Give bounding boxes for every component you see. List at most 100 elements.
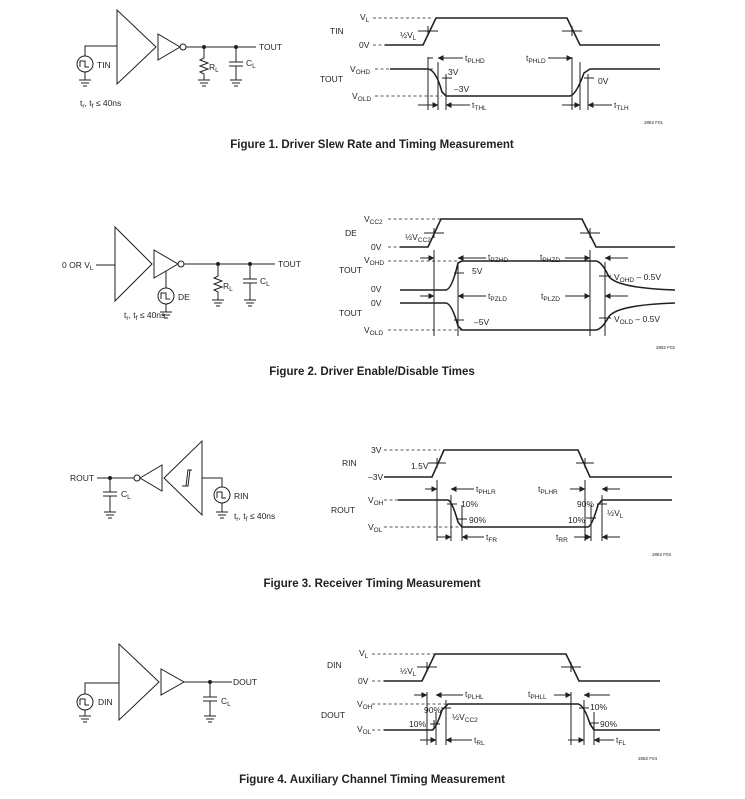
svg-text:0V: 0V	[359, 40, 370, 50]
de-signal-label: DE	[345, 228, 357, 238]
figure-2: 0 OR VL DE RL CL TOUT tr,	[62, 214, 676, 378]
svg-text:CL: CL	[221, 696, 231, 708]
svg-text:VOH: VOH	[368, 495, 384, 507]
svg-text:VOL: VOL	[368, 522, 383, 534]
capacitor-icon	[103, 478, 117, 519]
svg-text:0V: 0V	[598, 76, 609, 86]
figure-caption: Figure 4. Auxiliary Channel Timing Measu…	[239, 774, 505, 786]
svg-text:tRL: tRL	[474, 735, 485, 747]
svg-text:CL: CL	[121, 489, 131, 501]
svg-text:CL: CL	[260, 276, 270, 288]
input-label: 0 OR VL	[62, 260, 94, 272]
svg-text:3V: 3V	[448, 67, 459, 77]
svg-text:10%: 10%	[409, 719, 426, 729]
rise-fall-label: tr, tf ≤ 40ns	[234, 511, 275, 523]
tout-high-waveform	[400, 260, 676, 291]
svg-text:0V: 0V	[371, 298, 382, 308]
figure-code: 2882 F03	[652, 552, 672, 557]
capacitor-icon	[243, 264, 257, 307]
svg-text:1.5V: 1.5V	[411, 461, 429, 471]
svg-text:10%: 10%	[568, 515, 585, 525]
svg-text:tPLHD: tPLHD	[465, 53, 485, 65]
pulse-source-icon	[213, 486, 231, 519]
svg-text:tPHLL: tPHLL	[528, 689, 547, 701]
figure-1-circuit: TIN RL CL TOUT tr, tf ≤ 40ns	[76, 8, 282, 110]
svg-text:0V: 0V	[371, 242, 382, 252]
output-label: ROUT	[70, 473, 94, 483]
svg-text:tFL: tFL	[616, 735, 626, 747]
svg-text:VCC2: VCC2	[364, 214, 383, 226]
svg-text:0V: 0V	[371, 284, 382, 294]
rout-waveform	[398, 499, 672, 528]
dout-waveform	[384, 703, 660, 731]
figure-code: 2882 F02	[656, 345, 676, 350]
svg-text:tRR: tRR	[556, 532, 568, 544]
figure-code: 2882 F01	[644, 120, 664, 125]
source-label: TIN	[97, 60, 111, 70]
receiver-triangle-icon	[163, 439, 203, 517]
resistor-icon	[212, 264, 224, 307]
capacitor-icon	[229, 47, 243, 87]
svg-text:90%: 90%	[424, 705, 441, 715]
svg-text:½VL: ½VL	[400, 666, 417, 678]
svg-text:RL: RL	[223, 281, 233, 293]
tin-signal-label: TIN	[330, 26, 344, 36]
svg-text:VOHD: VOHD	[350, 64, 370, 76]
svg-text:½VL: ½VL	[607, 508, 624, 520]
tout-waveform	[390, 68, 660, 97]
svg-text:½VL: ½VL	[400, 30, 417, 42]
rise-fall-label: tr, tf ≤ 40ns	[124, 310, 165, 322]
svg-text:tPHZD: tPHZD	[540, 252, 560, 264]
svg-text:VOLD: VOLD	[352, 91, 371, 103]
svg-text:–3V: –3V	[368, 472, 383, 482]
figure-4-timing: DIN VL 0V ½VL DOUT VOH VOL 90% 10% 10% 9…	[321, 648, 660, 747]
figure-4-circuit: DIN CL DOUT	[76, 642, 257, 723]
rout-signal-label: ROUT	[331, 505, 355, 515]
figure-caption: Figure 1. Driver Slew Rate and Timing Me…	[230, 139, 514, 151]
capacitor-icon	[203, 682, 217, 723]
output-label: TOUT	[278, 259, 301, 269]
figure-code: 2882 F04	[638, 756, 658, 761]
tout-signal-label: TOUT	[320, 74, 343, 84]
tout-low-waveform	[400, 302, 676, 331]
figure-2-timing: DE VCC2 0V ½VCC2 TOUT VOHD 0V 5V VOHD – …	[339, 214, 676, 337]
svg-text:3V: 3V	[371, 445, 382, 455]
svg-text:½VCC2: ½VCC2	[452, 712, 478, 724]
schmitt-trigger-icon	[182, 469, 192, 487]
source-label: RIN	[234, 491, 249, 501]
cl-label: C	[246, 58, 252, 68]
driver-triangle-icon	[116, 8, 157, 86]
svg-text:tPLHR: tPLHR	[538, 484, 558, 496]
din-signal-label: DIN	[327, 660, 342, 670]
svg-text:VOHD: VOHD	[364, 255, 384, 267]
buffer-triangle-icon	[139, 464, 163, 492]
rl-label: R	[209, 62, 215, 72]
svg-text:10%: 10%	[590, 702, 607, 712]
svg-text:tTHL: tTHL	[472, 100, 487, 112]
tin-waveform	[385, 17, 660, 46]
svg-text:½VCC2: ½VCC2	[405, 232, 431, 244]
svg-text:0V: 0V	[358, 676, 369, 686]
tout-high-signal-label: TOUT	[339, 265, 362, 275]
figure-3-timing: RIN 3V –3V 1.5V ROUT VOH VOL 10% 90% 90%…	[331, 445, 672, 544]
figure-3: ROUT CL RIN tr, tf ≤ 40ns RIN 3V	[70, 439, 672, 590]
svg-text:tTLH: tTLH	[614, 100, 629, 112]
figure-2-circuit: 0 OR VL DE RL CL TOUT tr,	[62, 225, 301, 322]
svg-text:tPHLD: tPHLD	[526, 53, 546, 65]
svg-text:CL: CL	[246, 58, 256, 70]
pulse-source-icon	[76, 45, 117, 87]
rin-waveform	[384, 449, 672, 478]
svg-text:–3V: –3V	[454, 84, 469, 94]
svg-text:–5V: –5V	[474, 317, 489, 327]
rin-signal-label: RIN	[342, 458, 357, 468]
driver-triangle-icon	[114, 225, 153, 303]
de-waveform	[400, 218, 675, 248]
svg-text:90%: 90%	[600, 719, 617, 729]
figure-3-circuit: ROUT CL RIN tr, tf ≤ 40ns	[70, 439, 275, 523]
figure-1: TIN RL CL TOUT tr, tf ≤ 40ns TIN VL 0V	[76, 8, 664, 151]
svg-text:5V: 5V	[472, 266, 483, 276]
tout-low-signal-label: TOUT	[339, 308, 362, 318]
svg-text:10%: 10%	[461, 499, 478, 509]
buffer-triangle-icon	[157, 33, 181, 61]
rise-fall-label: tr, tf ≤ 40ns	[80, 98, 121, 110]
